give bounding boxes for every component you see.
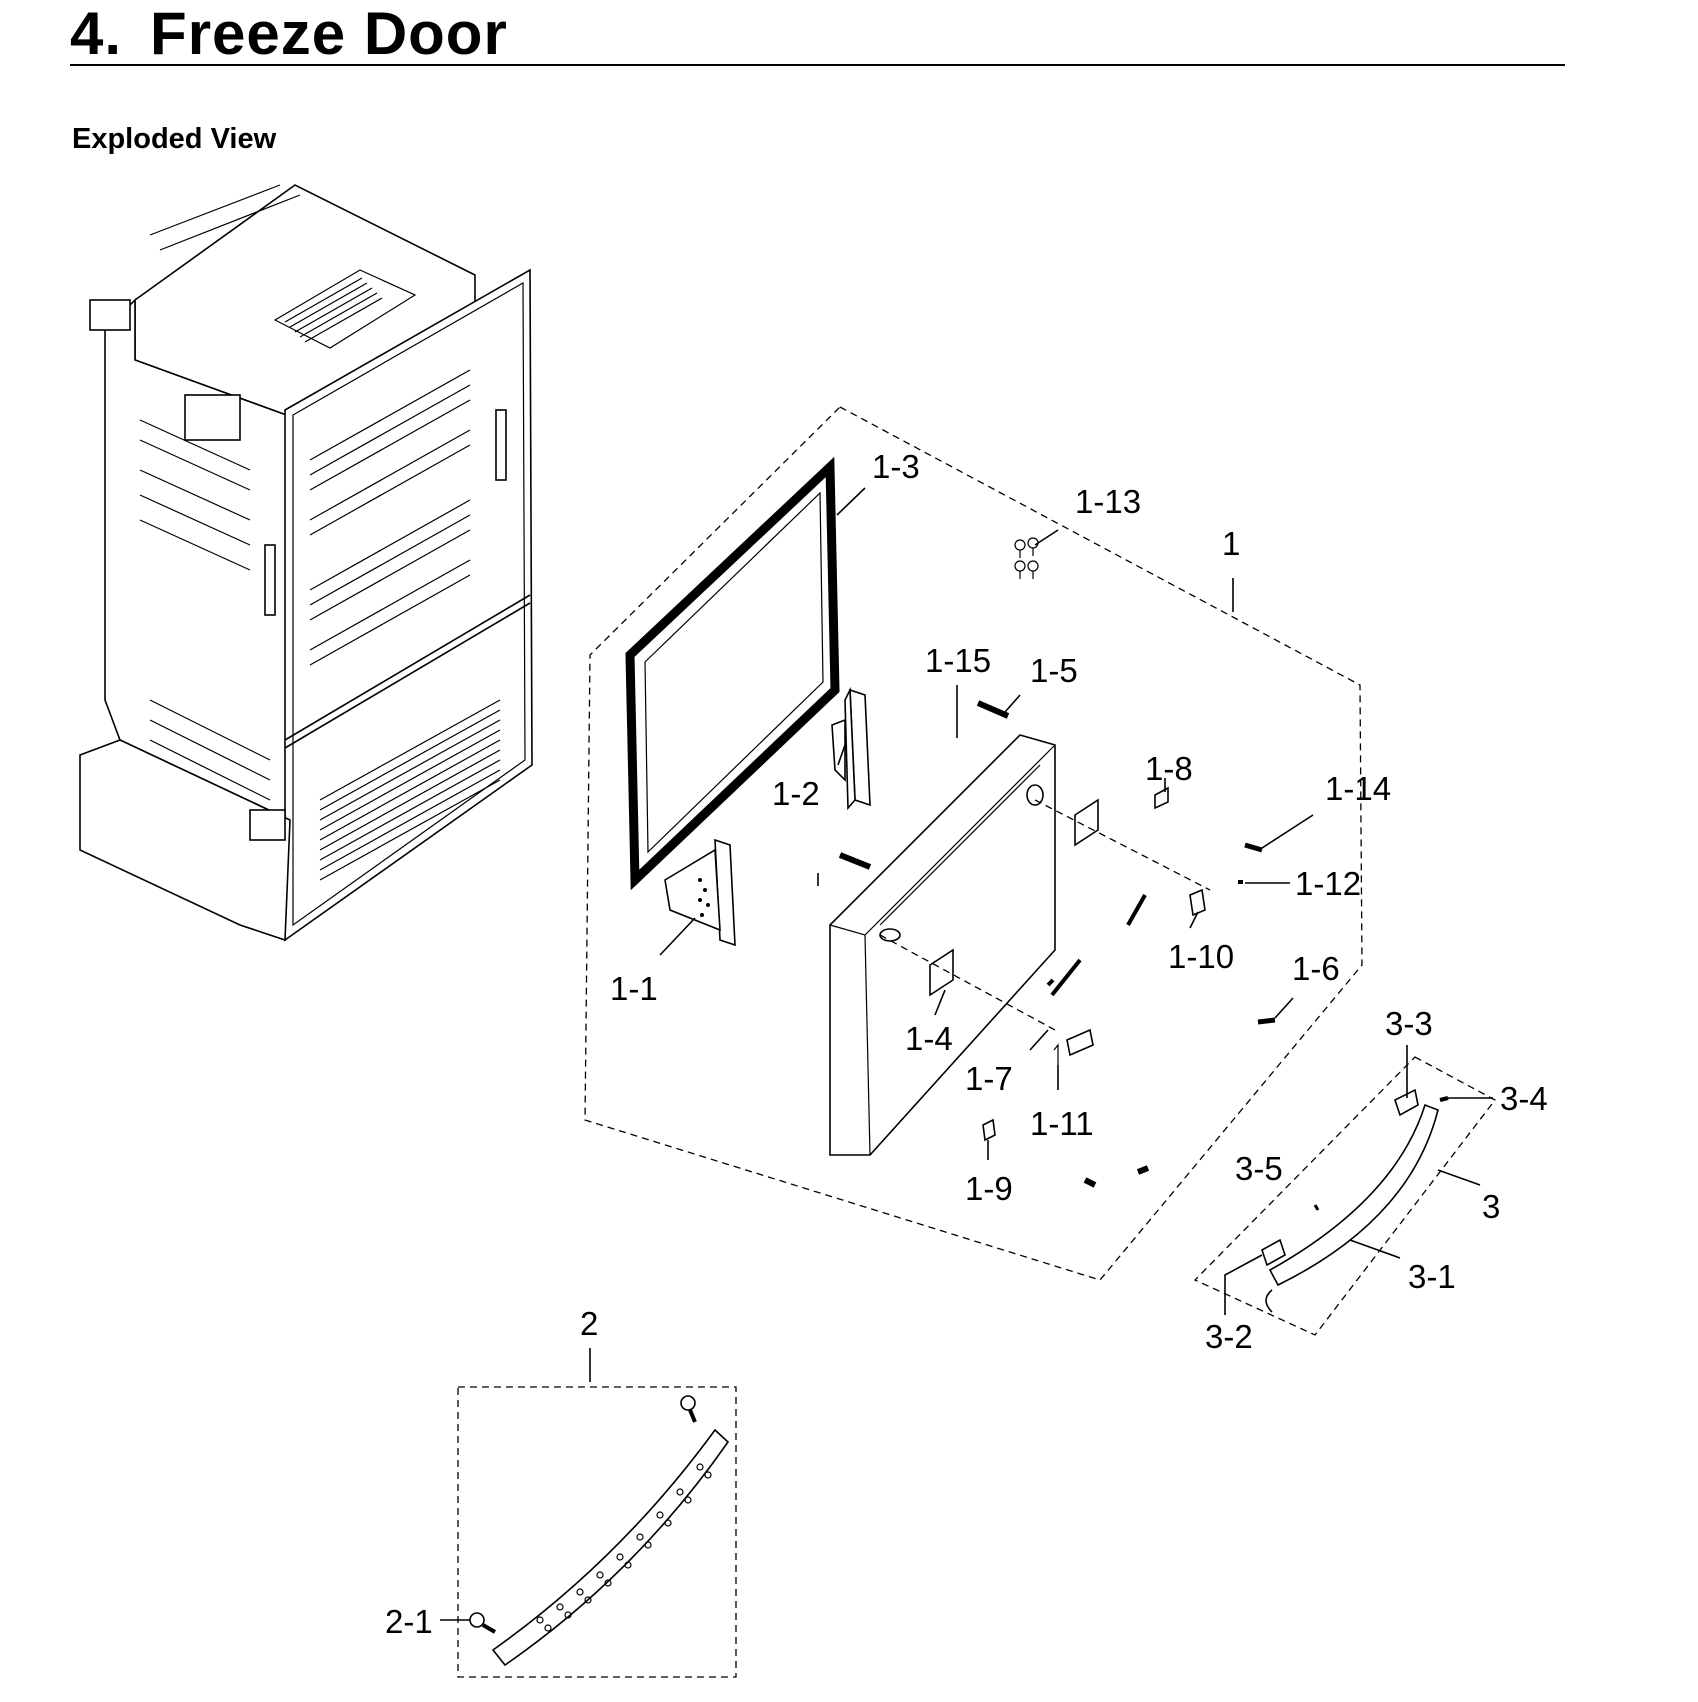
callout-3-5: 3-5 [1235, 1150, 1283, 1187]
freezer-door-panel [829, 734, 1056, 1156]
view-subtitle: Exploded View [72, 123, 277, 155]
callout-3-1: 3-1 [1408, 1258, 1456, 1295]
kick-plate-grille [469, 1395, 730, 1667]
callout-3-4: 3-4 [1500, 1080, 1548, 1117]
upper-hinge-bracket [831, 686, 871, 811]
callout-1-3: 1-3 [872, 448, 920, 485]
callout-1-7: 1-7 [965, 1060, 1013, 1097]
callout-2-1: 2-1 [385, 1603, 433, 1640]
leader-lines [440, 487, 1493, 1621]
callout-1-9: 1-9 [965, 1170, 1013, 1207]
refrigerator-cabinet [79, 184, 533, 942]
title-rule [70, 64, 1565, 66]
callout-1-4: 1-4 [905, 1020, 953, 1057]
assembly-2-boundary [457, 1386, 737, 1678]
freezer-door-handle [1261, 1088, 1449, 1313]
callout-3-2: 3-2 [1205, 1318, 1253, 1355]
callout-3: 3 [1482, 1188, 1500, 1225]
callout-2: 2 [580, 1305, 598, 1342]
callout-1-8: 1-8 [1145, 750, 1193, 787]
callout-1-11: 1-11 [1030, 1105, 1094, 1142]
assembly-3-boundary [1193, 1056, 1496, 1336]
callout-3-3: 3-3 [1385, 1005, 1433, 1042]
door-gasket [625, 456, 840, 891]
lower-hinge-bracket [664, 838, 736, 947]
callout-1-10: 1-10 [1168, 938, 1234, 975]
callout-1-14: 1-14 [1325, 770, 1391, 807]
callout-labels: 1-3 1-13 1 1-15 1-5 1-8 1-2 1-14 1-12 1-… [385, 448, 1548, 1640]
callout-1-13: 1-13 [1075, 483, 1141, 520]
callout-1-15: 1-15 [925, 642, 991, 679]
callout-1-12: 1-12 [1295, 865, 1361, 902]
callout-1-2: 1-2 [772, 775, 820, 812]
section-title: Freeze Door [150, 0, 508, 67]
callout-1-6: 1-6 [1292, 950, 1340, 987]
callout-1-1: 1-1 [610, 970, 658, 1007]
page-title: 4. Freeze Door [70, 0, 508, 68]
section-number: 4. [70, 0, 123, 67]
callout-1-5: 1-5 [1030, 652, 1078, 689]
callout-1: 1 [1222, 525, 1240, 562]
assembly-1-boundary [584, 406, 1363, 1281]
